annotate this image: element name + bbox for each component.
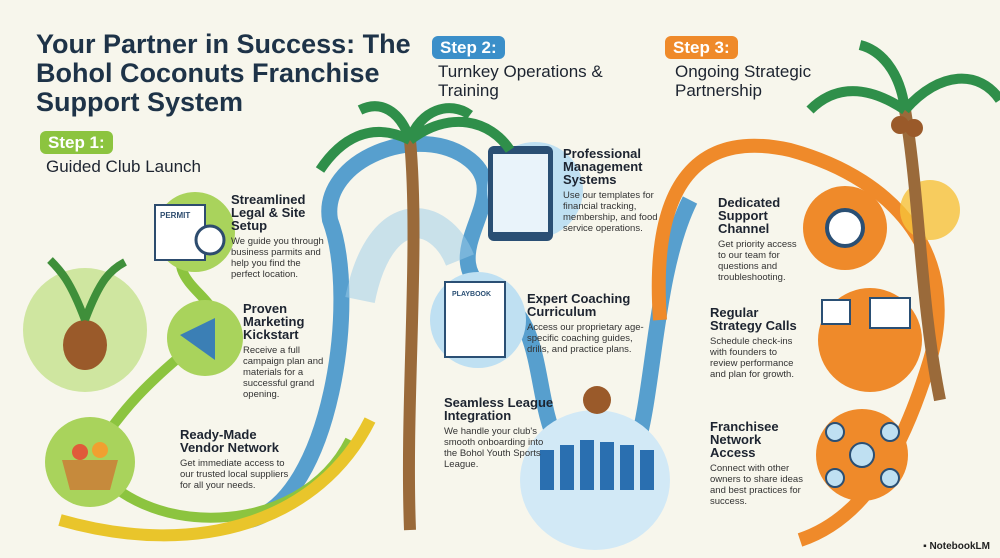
item-legal-setup: Streamlined Legal & Site Setup We guide …: [231, 193, 331, 280]
item-desc: Get immediate access to our trusted loca…: [180, 458, 289, 491]
palm-tree-icon: [806, 40, 1000, 402]
step2-badge: Step 2:: [432, 36, 505, 59]
item-title: Streamlined Legal & Site Setup: [231, 192, 306, 233]
item-coaching: Expert Coaching Curriculum Access our pr…: [527, 292, 657, 355]
item-desc: Connect with other owners to share ideas…: [710, 463, 803, 507]
item-title: Ready-Made Vendor Network: [180, 427, 279, 455]
permit-label: PERMIT: [160, 211, 190, 220]
item-desc: Access our proprietary age-specific coac…: [527, 322, 644, 355]
item-desc: We guide you through business parmits an…: [231, 236, 324, 280]
item-desc: We handle your club's smooth onboarding …: [444, 426, 544, 470]
brand-watermark: ▪ NotebookLM: [923, 541, 990, 552]
step2-title: Turnkey Operations & Training: [438, 62, 603, 100]
item-title: Expert Coaching Curriculum: [527, 291, 631, 319]
item-title: Seamless League Integration: [444, 395, 554, 423]
brand-label: NotebookLM: [929, 541, 990, 552]
item-desc: Schedule check-ins with founders to revi…: [710, 336, 794, 380]
step1-path: [84, 232, 355, 523]
item-title: Proven Marketing Kickstart: [243, 301, 305, 342]
item-title: Regular Strategy Calls: [710, 305, 797, 333]
item-network-access: Franchisee Network Access Connect with o…: [710, 420, 805, 507]
item-desc: Get priority access to our team for ques…: [718, 239, 797, 283]
item-title: Dedicated Support Channel: [718, 195, 781, 236]
item-marketing: Proven Marketing Kickstart Receive a ful…: [243, 302, 335, 400]
svg-text:PLAYBOOK: PLAYBOOK: [452, 291, 491, 298]
page-title: Your Partner in Success: The Bohol Cocon…: [36, 29, 411, 117]
step1-title: Guided Club Launch: [46, 157, 202, 176]
item-title: Professional Management Systems: [563, 146, 643, 187]
item-desc: Use our templates for financial tracking…: [563, 190, 658, 234]
item-support-channel: Dedicated Support Channel Get priority a…: [718, 196, 800, 283]
step2-header: Step 2: Turnkey Operations & Training: [432, 36, 628, 100]
step1-badge: Step 1:: [40, 131, 113, 154]
item-desc: Receive a full campaign plan and materia…: [243, 345, 324, 400]
step3-title: Ongoing Strategic Partnership: [675, 62, 812, 100]
item-title: Franchisee Network Access: [710, 419, 779, 460]
item-vendor-network: Ready-Made Vendor Network Get immediate …: [180, 428, 292, 491]
step1-header: Step 1: Guided Club Launch: [40, 131, 202, 176]
item-strategy-calls: Regular Strategy Calls Schedule check-in…: [710, 306, 802, 380]
palm-tree-icon: [315, 101, 515, 531]
step3-badge: Step 3:: [665, 36, 738, 59]
step3-header: Step 3: Ongoing Strategic Partnership: [665, 36, 845, 100]
item-management-systems: Professional Management Systems Use our …: [563, 147, 663, 234]
item-league: Seamless League Integration We handle yo…: [444, 396, 556, 470]
